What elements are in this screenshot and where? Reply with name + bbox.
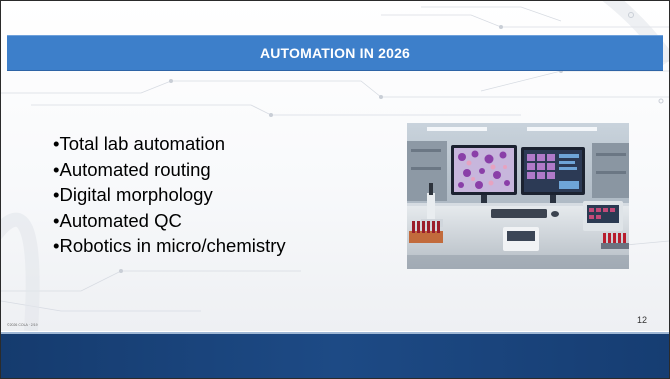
page-number: 12: [636, 315, 647, 325]
bullet-item: •Robotics in micro/chemistry: [53, 233, 286, 259]
bullet-text: Digital morphology: [59, 184, 213, 205]
bullet-marker: •: [53, 209, 60, 231]
footer-note: ©2026 COLA · 2/19: [7, 323, 38, 327]
bullet-text: Total lab automation: [59, 133, 226, 154]
bullet-item: •Automated QC: [53, 208, 286, 234]
bullet-item: •Automated routing: [53, 157, 286, 183]
title-bar: AUTOMATION IN 2026: [7, 35, 663, 71]
bullet-text: Automated QC: [59, 209, 182, 231]
bullet-marker: •: [53, 235, 60, 256]
slide-body: AUTOMATION IN 2026 •Total lab automation…: [1, 1, 669, 331]
bottom-band: [1, 332, 669, 378]
bullet-item: •Total lab automation: [53, 131, 286, 157]
bullet-text: Robotics in micro/chemistry: [59, 235, 286, 256]
bullet-marker: •: [53, 184, 60, 205]
bullet-marker: •: [53, 133, 60, 154]
lab-automation-photo: [407, 123, 629, 269]
bullet-marker: •: [53, 158, 60, 180]
bullet-item: •Digital morphology: [53, 182, 286, 208]
bullet-list: •Total lab automation •Automated routing…: [53, 131, 286, 259]
bullet-text: Automated routing: [59, 158, 211, 180]
slide-title: AUTOMATION IN 2026: [259, 45, 411, 61]
